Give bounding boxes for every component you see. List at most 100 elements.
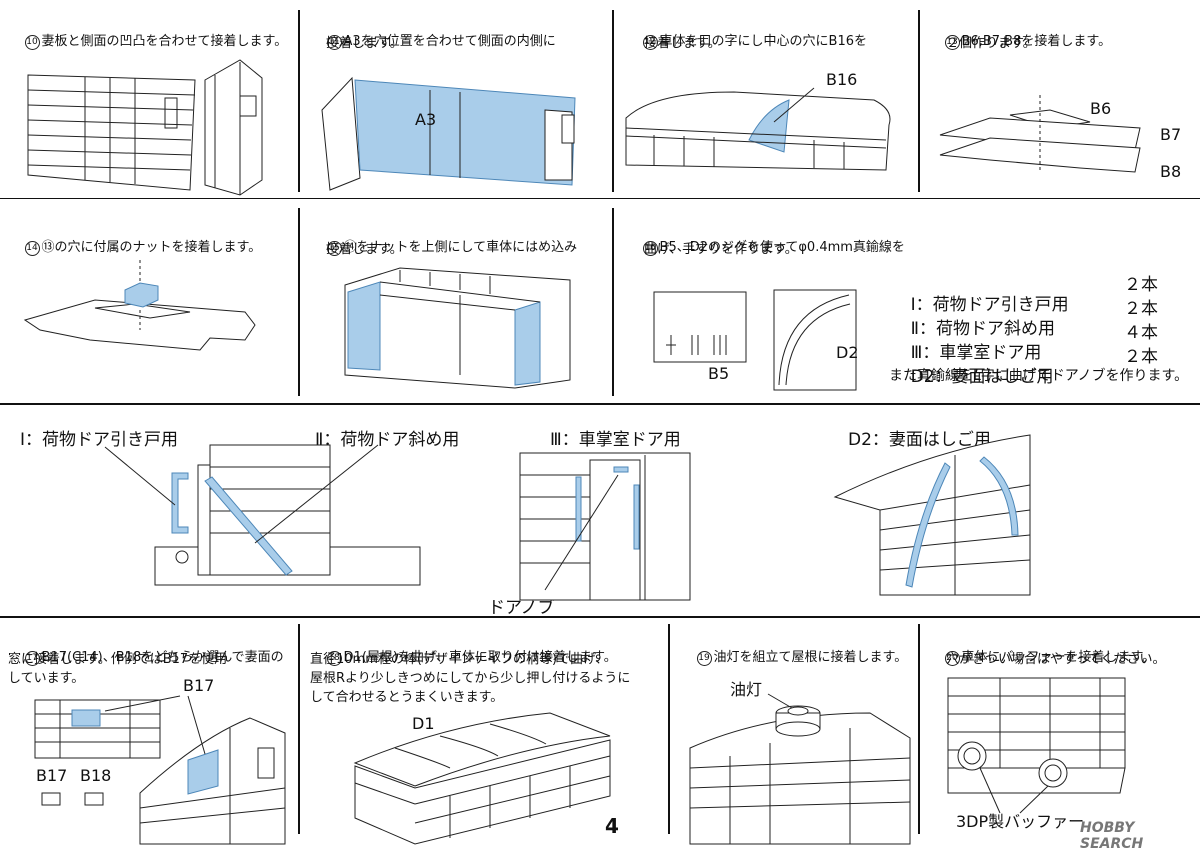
watermark: HOBBY SEARCH (1080, 820, 1144, 852)
step-13-label-b7: B7 (1160, 125, 1182, 144)
part-list-name-4: D2：妻面はしご用 (910, 367, 1054, 387)
step-16-line1: B5、D2のジグを使ってφ0.4mm真鍮線を (659, 240, 905, 255)
divider-v6 (298, 624, 300, 834)
divider-row2 (0, 403, 1200, 405)
step-18-line3: 屋根Rより少しきつめにしてから少し押し付けるように (310, 671, 631, 686)
part-list-row-2: Ⅱ：荷物ドア斜め用 (889, 294, 1055, 359)
step-18-number: 18 (326, 651, 342, 666)
step-19-line1: 油灯を組立て屋根に接着します。 (713, 650, 908, 665)
part-list-qty-2: ２本 (1124, 299, 1158, 319)
step-20-label-buffer: 3DP製バッファー (956, 812, 1085, 831)
part-list-name-1: Ⅰ：荷物ドア引き戸用 (910, 295, 1069, 315)
detail-illustration (104, 434, 1031, 601)
part-list-qty-3: ４本 (1124, 323, 1158, 343)
step-10-illustration (27, 59, 263, 196)
part-list-name-2: Ⅱ：荷物ドア斜め用 (910, 319, 1055, 339)
step-16-label-b5: B5 (708, 364, 730, 383)
step-11-line1: A3を穴位置を合わせて側面の内側に (343, 34, 556, 49)
step-18-line4: して合わせるとうまくいきます。 (310, 690, 504, 705)
step-19-number: 19 (696, 651, 712, 666)
part-list-row-1: Ⅰ：荷物ドア引き戸用 (889, 270, 1069, 335)
step-16-label-d2: D2 (836, 343, 859, 362)
step-13-label-b8: B8 (1160, 162, 1182, 181)
step-20-line1: 車体にバッファーを接着します。 (961, 650, 1156, 665)
divider-v4 (298, 208, 300, 396)
step-12-line1: 車体を口の字にし中心の穴にB16を (659, 34, 867, 49)
part-list-qty-1: ２本 (1124, 275, 1158, 295)
step-12-number: 12 (642, 35, 658, 50)
step-17-label-b17-small: B17 (36, 766, 68, 785)
part-list-qty-4: ２本 (1124, 347, 1158, 367)
divider-v2 (612, 10, 614, 192)
detail-panel: Ⅰ：荷物ドア引き戸用 Ⅱ：荷物ドア斜め用 Ⅲ：車掌室ドア用 D2：妻面はしご用 … (0, 405, 1200, 618)
divider-v8 (918, 624, 920, 834)
step-10-line1: 妻板と側面の凹凸を合わせて接着します。 (41, 34, 288, 49)
page-number: 4 (605, 814, 619, 838)
divider-v5 (612, 208, 614, 396)
detail-label-knob: ドアノブ (488, 598, 555, 618)
step-13-number: 13 (944, 35, 960, 50)
step-15-line2: 接着します。 (326, 242, 403, 257)
divider-v3 (918, 10, 920, 192)
detail-label-2: Ⅱ：荷物ドア斜め用 (315, 430, 460, 450)
step-11-illustration (321, 76, 576, 191)
step-14-illustration (23, 260, 256, 351)
step-17-line1: B17(C14)、B18をどちらか選んで妻面の (41, 650, 284, 665)
step-20-line2: 穴がきつい場合はやすってください。 (946, 652, 1166, 667)
step-17-line3: しています。 (8, 671, 85, 686)
step-14-number: 14 (24, 241, 40, 256)
step-12-line2: 接着します。 (644, 36, 721, 51)
step-18-label-d1: D1 (412, 714, 435, 733)
step-12-label-b16: B16 (826, 70, 858, 89)
step-11-number: 11 (326, 35, 342, 50)
part-list-name-3: Ⅲ：車掌室ドア用 (910, 343, 1042, 363)
step-17-illustration (34, 695, 286, 845)
step-16-illustration (653, 289, 857, 391)
step-17-label-b18-small: B18 (80, 766, 112, 785)
step-18-line2: 直径10mm程の棒(デザインナイフの柄等)で曲げ、 (310, 652, 609, 667)
step-13-line2: ２個作ります。 (946, 36, 1036, 51)
step-11-label-a3: A3 (415, 110, 437, 129)
step-18-illustration (353, 712, 611, 845)
step-11-line2: 接着します。 (326, 36, 403, 51)
step-19-label-lamp: 油灯 (730, 680, 763, 699)
divider-v7 (668, 624, 670, 834)
step-17-label-b17: B17 (183, 676, 215, 695)
detail-label-d2: D2：妻面はしご用 (848, 430, 991, 450)
divider-row1 (0, 198, 1200, 199)
step-17-line2: 窓に接着します。作例ではB17を使用 (8, 652, 228, 667)
step-19-illustration (689, 693, 911, 845)
step-16-line2: 曲げ、手すりを作ります。 (644, 242, 798, 257)
step-15-illustration (344, 267, 571, 389)
detail-label-1: Ⅰ：荷物ドア引き戸用 (20, 430, 179, 450)
step-18-line1: D1(屋根)を曲げ、車体に取り付け接着します。 (343, 650, 617, 665)
step-10-number: 10 (24, 35, 40, 50)
step-20-number: 20 (944, 651, 960, 666)
detail-label-3: Ⅲ：車掌室ドア用 (550, 430, 681, 450)
step-15-line1: ⑭をナットを上側にして車体にはめ込み (343, 240, 578, 255)
step-14-line1: ⑬の穴に付属のナットを接着します。 (41, 240, 262, 255)
divider-v1 (298, 10, 300, 192)
step-16-note: また真鍮線をL字に曲げてドアノブを作ります。 (889, 368, 1189, 384)
step-20-illustration (947, 677, 1126, 814)
